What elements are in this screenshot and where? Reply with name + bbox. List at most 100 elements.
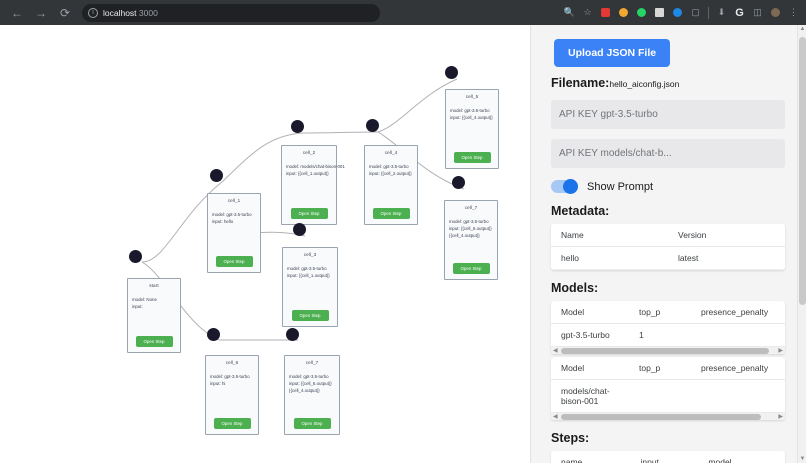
config-panel-content: Upload JSON File Filename: hello_aiconfi… [531, 25, 799, 463]
extension-icon-red[interactable] [597, 4, 614, 21]
flow-handle-h-cell7b[interactable] [286, 328, 299, 341]
flow-node-line: input: [132, 303, 143, 309]
models-table-2-hscrollbar[interactable]: ◀ ▶ [551, 412, 785, 420]
flow-node-title: cell_4 [384, 150, 398, 155]
flow-handle-h-cell7a[interactable] [452, 176, 465, 189]
url-port: 3000 [136, 7, 158, 18]
extension-icon-dark[interactable] [651, 4, 668, 21]
flow-handle-h-start[interactable] [129, 250, 142, 263]
models2-col-model: Model [551, 357, 629, 380]
flow-node-line: model: None [132, 297, 157, 302]
extension-icon-blue[interactable] [669, 4, 686, 21]
info-circle-icon[interactable]: i [88, 7, 98, 18]
show-prompt-row: Show Prompt [551, 179, 785, 194]
open-step-button[interactable]: Open Step [213, 418, 251, 429]
config-panel[interactable]: Upload JSON File Filename: hello_aiconfi… [530, 25, 806, 463]
flow-node-title: cell_6 [225, 360, 239, 365]
steps-table: name input model cell_1 hello gpt-3.5-tu… [551, 451, 785, 463]
metadata-heading: Metadata: [551, 204, 610, 218]
flow-handle-h-cell1[interactable] [210, 169, 223, 182]
hscroll-thumb[interactable] [561, 414, 761, 420]
back-arrow-icon[interactable]: ← [11, 5, 23, 20]
filename-label: Filename: [551, 76, 610, 90]
flow-node-line: input: hello [212, 218, 234, 224]
flow-node-line: model: gpt-3.5-turbo [289, 374, 329, 379]
flow-node-line: model: gpt-3.5-turbo [369, 164, 409, 169]
api-key-chat-bison-input[interactable]: API KEY models/chat-b... [551, 139, 785, 168]
flow-node-line: input: {{cell_1.output}} [287, 272, 330, 278]
flow-node-line: model: gpt-3.5-turbo [449, 219, 489, 224]
models-heading: Models: [551, 281, 599, 295]
search-zoom-icon[interactable]: 🔍 [563, 7, 576, 17]
extension-icon-green[interactable] [633, 4, 650, 21]
toolbar-actions: 🔍 ☆ ▢ ⬇ G ◫ ⋮ [561, 0, 802, 25]
flow-handle-h-cell4[interactable] [366, 119, 379, 132]
scroll-up-icon[interactable]: ▲ [799, 26, 806, 32]
star-icon[interactable]: ☆ [583, 7, 592, 17]
scroll-right-icon[interactable]: ▶ [778, 414, 783, 420]
panel-vertical-scrollbar[interactable]: ▲ ▼ [797, 25, 806, 463]
vscroll-thumb[interactable] [799, 37, 806, 305]
forward-arrow-icon[interactable]: → [35, 5, 47, 20]
reload-icon[interactable]: ⟳ [59, 5, 71, 20]
models-table-1-scroll: Model top_p presence_penalty frequency_p… [551, 301, 785, 346]
open-step-button[interactable]: Open Step [291, 310, 329, 321]
google-account-icon[interactable]: G [735, 6, 744, 19]
kebab-menu-icon[interactable]: ⋮ [789, 7, 798, 17]
steps-heading: Steps: [551, 431, 590, 445]
table-header-row: Name Version [551, 224, 785, 247]
flow-handle-h-cell5[interactable] [445, 66, 458, 79]
api-key-gpt-input[interactable]: API KEY gpt-3.5-turbo [551, 100, 785, 129]
browser-toolbar: ← → ⟳ i localhost 3000 🔍 ☆ ▢ ⬇ G ◫ ⋮ [0, 0, 806, 25]
open-step-button[interactable]: Open Step [135, 336, 173, 347]
hscroll-thumb[interactable] [561, 348, 769, 354]
show-prompt-toggle[interactable] [551, 179, 578, 194]
toggle-knob [563, 179, 578, 194]
open-step-button[interactable]: Open Step [290, 208, 328, 219]
scroll-left-icon[interactable]: ◀ [553, 414, 558, 420]
side-panel-icon[interactable]: ◫ [753, 7, 762, 17]
open-step-button[interactable]: Open Step [452, 263, 490, 274]
toolbar-divider [708, 6, 709, 19]
flow-node-line: input: hi [210, 380, 226, 386]
steps-table-wrapper: name input model cell_1 hello gpt-3.5-tu… [551, 451, 785, 463]
open-step-button[interactable]: Open Step [293, 418, 331, 429]
open-step-button[interactable]: Open Step [372, 208, 410, 219]
address-bar[interactable]: i localhost 3000 [82, 3, 380, 22]
scroll-down-icon[interactable]: ▼ [799, 456, 806, 462]
flow-handle-h-cell2[interactable] [291, 120, 304, 133]
upload-json-file-button[interactable]: Upload JSON File [554, 39, 671, 67]
models-table-1-hscrollbar[interactable]: ◀ ▶ [551, 346, 785, 354]
open-step-button[interactable]: Open Step [453, 152, 491, 163]
flow-handle-h-cell3[interactable] [293, 223, 306, 236]
extension-icon-orange[interactable] [615, 4, 632, 21]
extension-puzzle-icon[interactable]: ▢ [691, 7, 700, 17]
models2-col-top-p: top_p [629, 357, 691, 380]
models2-cell-presence-penalty [691, 380, 785, 413]
flow-handle-h-cell6[interactable] [207, 328, 220, 341]
scroll-right-icon[interactable]: ▶ [778, 348, 783, 354]
flow-node-line: {{cell_4.output}} [449, 232, 480, 238]
scroll-left-icon[interactable]: ◀ [553, 348, 558, 354]
download-icon[interactable]: ⬇ [717, 7, 726, 17]
flow-node-title: cell_3 [303, 252, 317, 257]
avatar-icon[interactable] [767, 4, 784, 21]
open-step-button[interactable]: Open Step [215, 256, 253, 267]
metadata-col-version: Version [668, 224, 785, 247]
models1-col-presence-penalty: presence_penalty [691, 301, 785, 324]
